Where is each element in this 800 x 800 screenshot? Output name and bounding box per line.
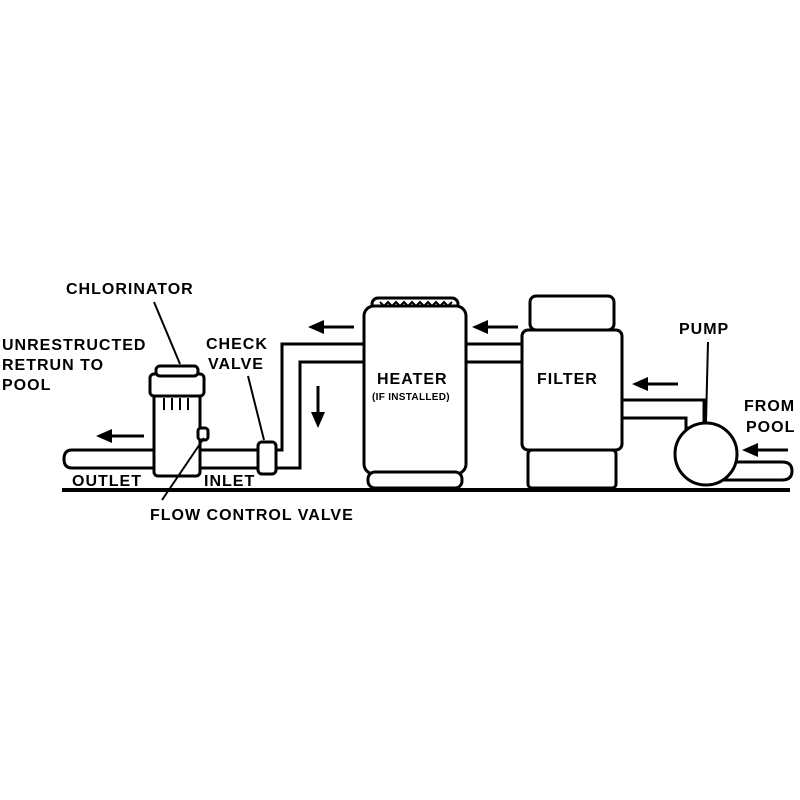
- check-valve-label-line1: CHECK: [206, 336, 268, 353]
- check-valve: [256, 440, 278, 476]
- filter-label: FILTER: [537, 371, 598, 388]
- unrestructed-label-line1: UNRESTRUCTED: [2, 337, 146, 354]
- filter-to-heater-pipe: [460, 342, 526, 364]
- leader-lines: [153, 301, 709, 501]
- from-pool-label-line1: FROM: [744, 398, 795, 415]
- flow-control-leader: [161, 437, 205, 501]
- filter-lid: [528, 294, 616, 332]
- pump-leader: [705, 341, 709, 423]
- chlorinator-cap: [154, 364, 200, 378]
- filter-body: [520, 328, 624, 452]
- arrow-icon: [308, 320, 354, 334]
- arrow-icon: [311, 386, 325, 428]
- piping: [62, 342, 794, 482]
- from-pool-label-line2: POOL: [746, 419, 795, 436]
- outlet-label: OUTLET: [72, 473, 142, 490]
- arrow-icon: [96, 429, 144, 443]
- filter-base: [526, 448, 618, 490]
- arrow-icon: [632, 377, 678, 391]
- heater-sublabel: (IF INSTALLED): [372, 392, 450, 403]
- chlorinator: [148, 364, 210, 478]
- arrow-icon: [742, 443, 788, 457]
- check-valve-leader: [247, 375, 265, 441]
- inlet-pipe: [196, 448, 262, 470]
- unrestructed-label-line3: POOL: [2, 377, 51, 394]
- heater-label: HEATER: [377, 371, 448, 388]
- heater-body: [362, 304, 468, 476]
- chlorinator-label: CHLORINATOR: [66, 281, 194, 298]
- heater: [362, 296, 468, 490]
- inlet-label: INLET: [204, 473, 255, 490]
- pump-label: PUMP: [679, 321, 729, 338]
- unrestructed-label-line2: RETRUN TO: [2, 357, 104, 374]
- pump-housing: [673, 421, 739, 487]
- check-valve-label-line2: VALVE: [208, 356, 264, 373]
- heater-base: [366, 470, 464, 490]
- pool-suction-pipe: [718, 460, 794, 482]
- pump: [673, 421, 739, 487]
- arrow-icon: [472, 320, 518, 334]
- flow-control-valve-label: FLOW CONTROL VALVE: [150, 507, 354, 524]
- chlorinator-leader: [153, 301, 181, 365]
- chlorinator-body: [152, 390, 202, 478]
- filter: [520, 294, 624, 490]
- flow-arrows: [96, 320, 788, 457]
- outlet-pipe: [62, 448, 160, 470]
- pump-to-filter-pipe: [618, 398, 706, 430]
- labels: CHLORINATOR UNRESTRUCTED RETRUN TO POOL …: [2, 281, 795, 524]
